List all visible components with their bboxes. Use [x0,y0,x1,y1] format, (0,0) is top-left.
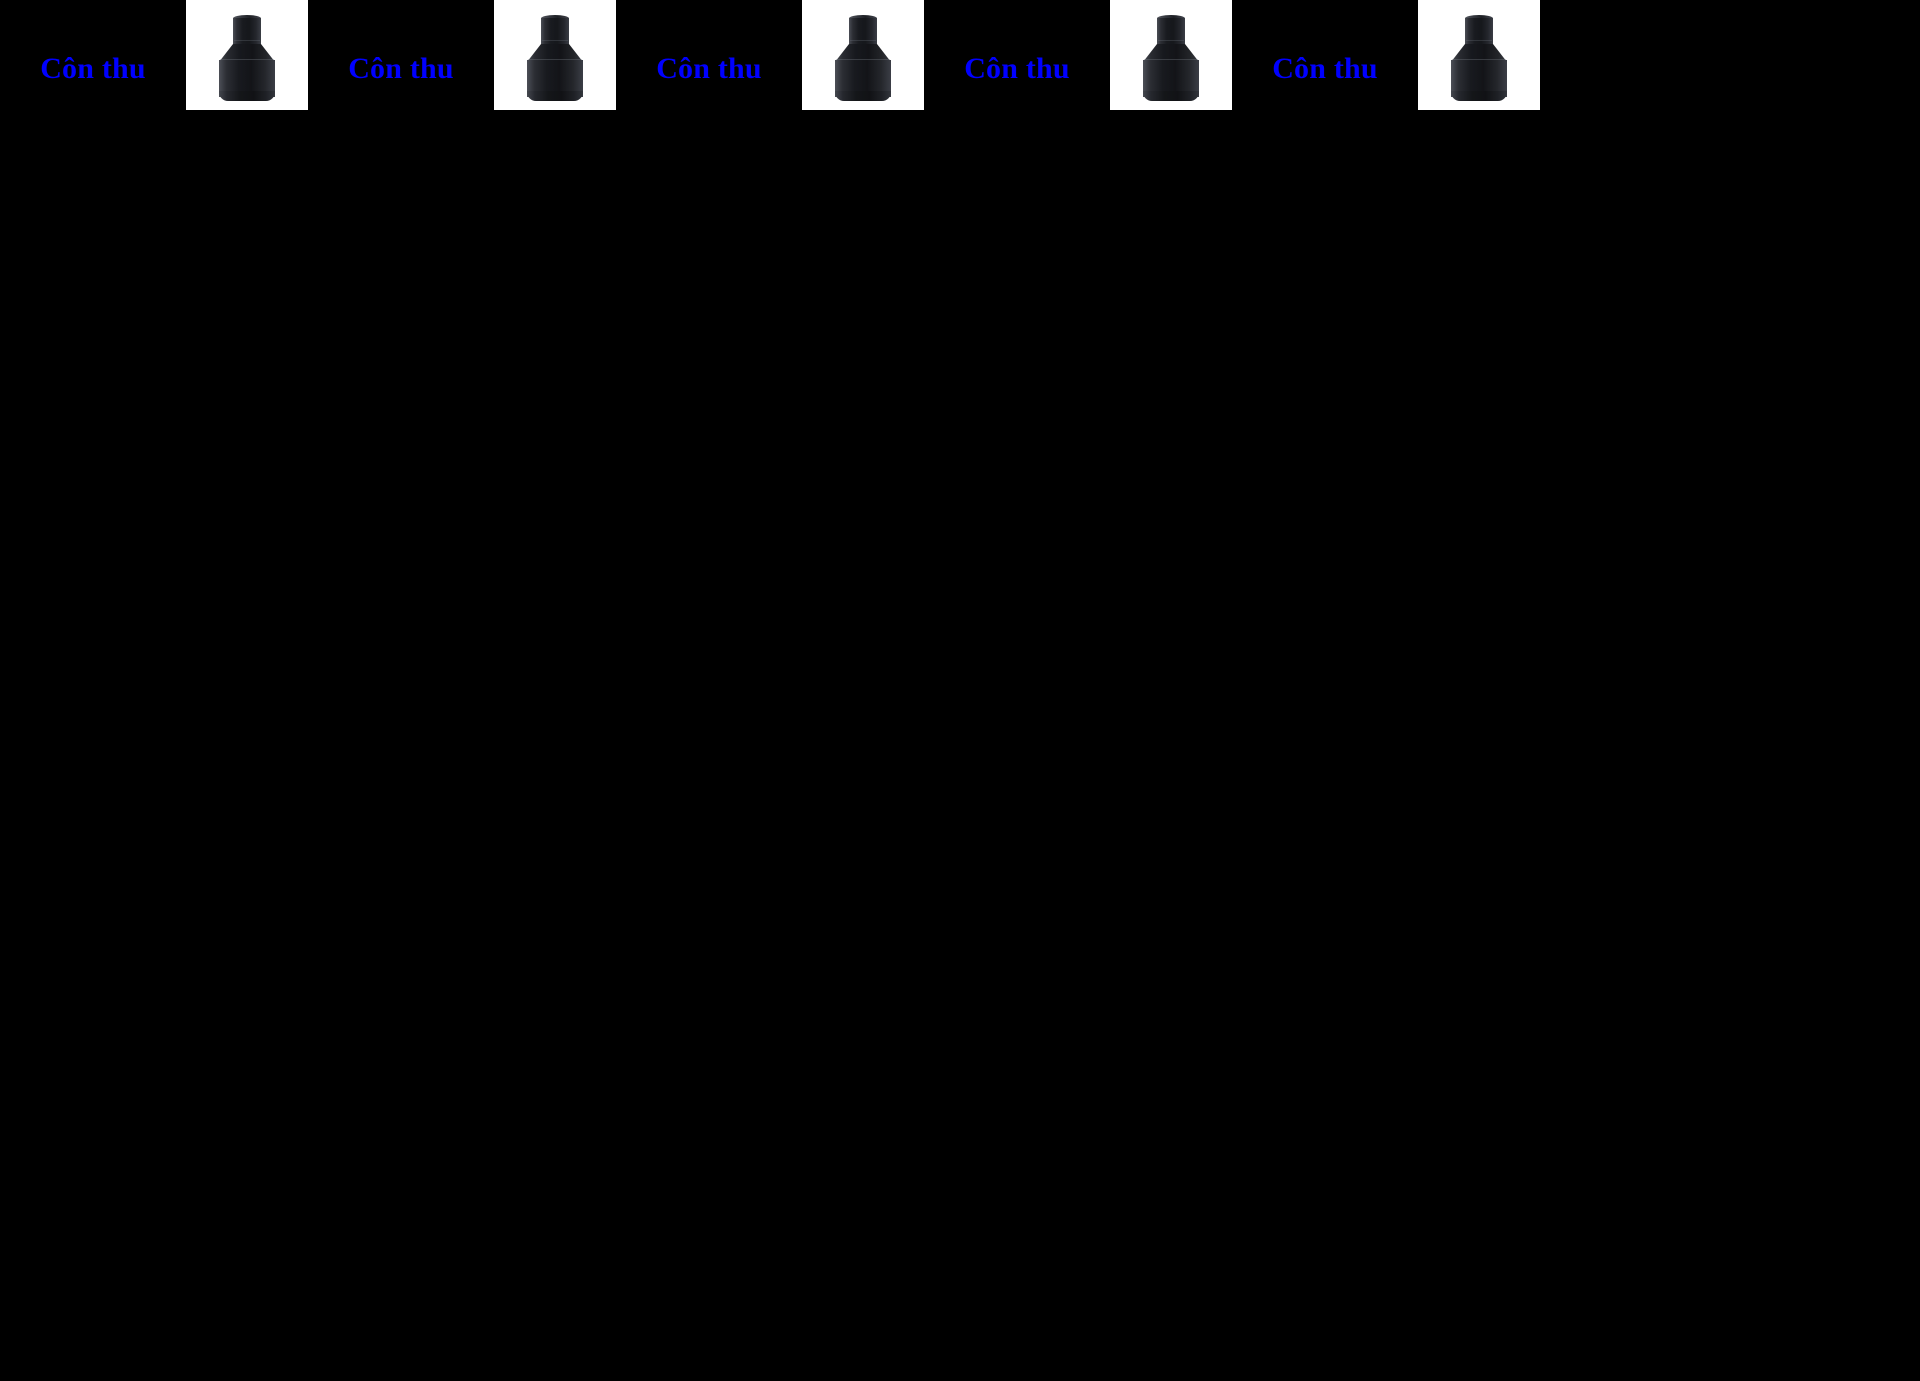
product-thumbnail[interactable] [1418,0,1540,110]
product-thumbnail[interactable] [186,0,308,110]
product-item[interactable]: Côn thu [0,0,308,138]
product-item[interactable]: Côn thu [1232,0,1540,138]
product-label[interactable]: Côn thu [1272,52,1378,85]
product-label[interactable]: Côn thu [964,52,1070,85]
product-label[interactable]: Côn thu [348,52,454,85]
hdpe-reducer-fitting-icon [1418,0,1540,110]
product-thumbnail[interactable] [1110,0,1232,110]
hdpe-reducer-fitting-icon [1110,0,1232,110]
product-label[interactable]: Côn thu [656,52,762,85]
product-item[interactable]: Côn thu [308,0,616,138]
page-body-empty-area [0,138,1920,1381]
product-item[interactable]: Côn thu [616,0,924,138]
hdpe-reducer-fitting-icon [802,0,924,110]
product-thumbnail[interactable] [494,0,616,110]
product-item[interactable]: Côn thu [924,0,1232,138]
hdpe-reducer-fitting-icon [494,0,616,110]
hdpe-reducer-fitting-icon [186,0,308,110]
product-label[interactable]: Côn thu [40,52,146,85]
product-thumbnail[interactable] [802,0,924,110]
product-strip: Côn thu Côn thu Côn thu Cô [0,0,1920,138]
